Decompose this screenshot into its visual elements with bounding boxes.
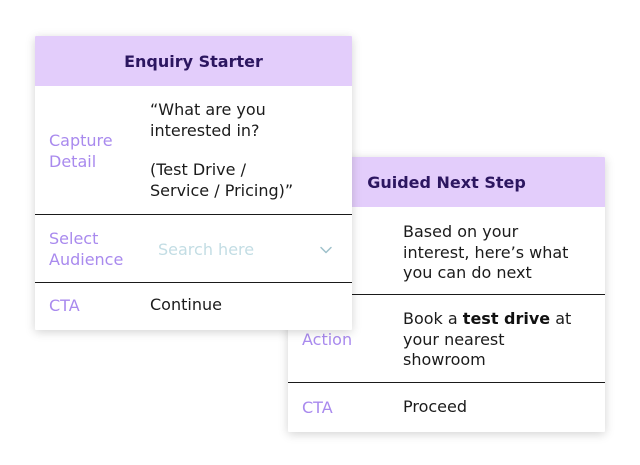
- action-line-1: Book a test drive at: [403, 309, 598, 330]
- context-line-1: Based on your: [403, 222, 519, 241]
- select-audience-label: Select Audience: [49, 228, 123, 270]
- enquiry-card-title: Enquiry Starter: [35, 36, 352, 86]
- options-line-1: (Test Drive /: [150, 160, 246, 179]
- audience-select-placeholder: Search here: [158, 240, 255, 259]
- context-text: Based on your interest, here’s what you …: [403, 222, 598, 284]
- enquiry-starter-card: Enquiry Starter Capture Detail “What are…: [35, 36, 352, 330]
- context-row: t Based on your interest, here’s what yo…: [288, 207, 605, 295]
- chevron-down-icon[interactable]: [319, 242, 333, 256]
- guided-cta-row: CTA Proceed: [288, 383, 605, 432]
- guided-cta-label: CTA: [302, 398, 333, 417]
- options-line-2: Service / Pricing)”: [150, 180, 294, 200]
- question-line-1: “What are you: [150, 100, 266, 119]
- select-label-line-1: Select: [49, 229, 99, 248]
- capture-detail-label: Capture Detail: [49, 130, 113, 172]
- continue-button[interactable]: Continue: [150, 295, 222, 314]
- capture-question: “What are you interested in? (Test Drive…: [150, 100, 345, 201]
- enquiry-cta-row: CTA Continue: [35, 283, 352, 330]
- audience-select[interactable]: Search here: [158, 239, 333, 261]
- action-prefix: Book a: [403, 309, 463, 328]
- action-label: Action: [302, 330, 353, 349]
- question-line-2: interested in?: [150, 120, 260, 140]
- capture-detail-row: Capture Detail “What are you interested …: [35, 86, 352, 215]
- action-line-2: your nearest: [403, 329, 505, 349]
- proceed-button[interactable]: Proceed: [403, 397, 468, 416]
- guided-next-step-card: Guided Next Step t Based on your interes…: [288, 157, 605, 432]
- action-row: Action Book a test drive at your nearest…: [288, 295, 605, 383]
- enquiry-cta-label: CTA: [49, 296, 80, 315]
- action-emphasis: test drive: [462, 309, 551, 328]
- context-line-3: you can do next: [403, 263, 532, 282]
- capture-label-line-1: Capture: [49, 131, 113, 150]
- capture-label-line-2: Detail: [49, 152, 97, 171]
- action-suffix: at: [550, 309, 572, 328]
- action-line-3: showroom: [403, 350, 486, 369]
- action-text: Book a test drive at your nearest showro…: [403, 309, 598, 371]
- select-label-line-2: Audience: [49, 250, 124, 269]
- select-audience-row: Select Audience Search here: [35, 215, 352, 283]
- context-line-2: interest, here’s what: [403, 242, 569, 262]
